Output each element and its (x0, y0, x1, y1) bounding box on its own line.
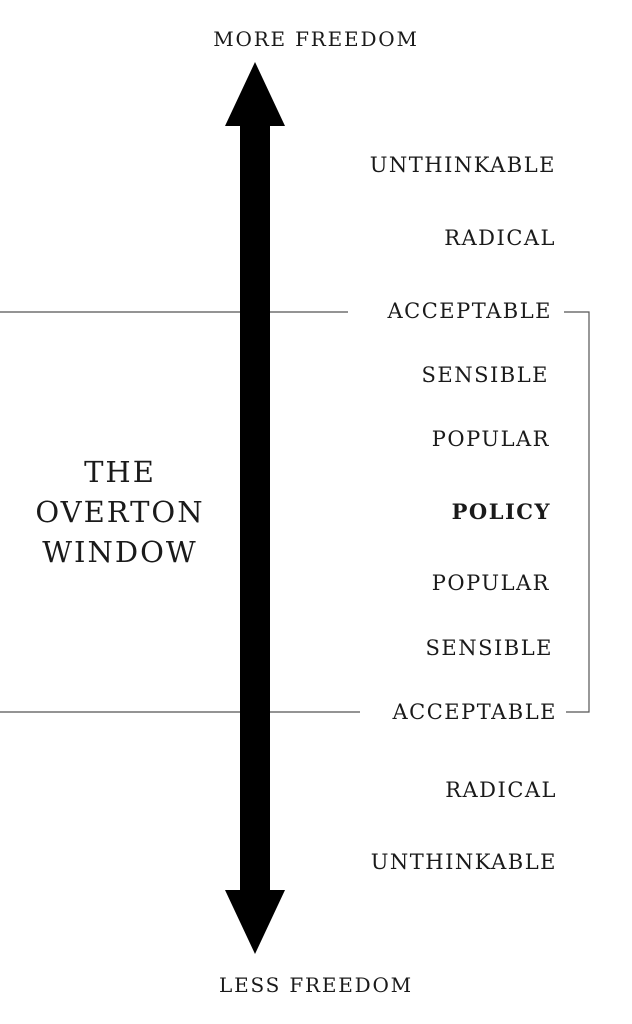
level-label: ACCEPTABLE (387, 299, 552, 323)
level-label: POPULAR (431, 571, 550, 595)
level-label-policy: POLICY (451, 499, 551, 524)
freedom-axis-shaft (240, 118, 270, 894)
arrow-up-icon (225, 62, 285, 126)
arrow-down-icon (225, 890, 285, 954)
level-label: RADICAL (445, 778, 557, 802)
level-label: SENSIBLE (425, 636, 553, 660)
axis-top-label: MORE FREEDOM (213, 27, 419, 51)
level-label: UNTHINKABLE (369, 153, 556, 177)
window-bracket (564, 311, 590, 713)
level-label: ACCEPTABLE (392, 700, 557, 724)
axis-bottom-label: LESS FREEDOM (219, 973, 413, 997)
diagram-title: THE OVERTON WINDOW (20, 452, 220, 572)
level-label: POPULAR (431, 427, 550, 451)
title-line-3: WINDOW (42, 535, 198, 569)
level-label: RADICAL (444, 226, 556, 250)
level-label: UNTHINKABLE (370, 850, 557, 874)
title-line-1: THE (84, 455, 156, 489)
level-label: SENSIBLE (421, 363, 549, 387)
title-line-2: OVERTON (35, 495, 205, 529)
